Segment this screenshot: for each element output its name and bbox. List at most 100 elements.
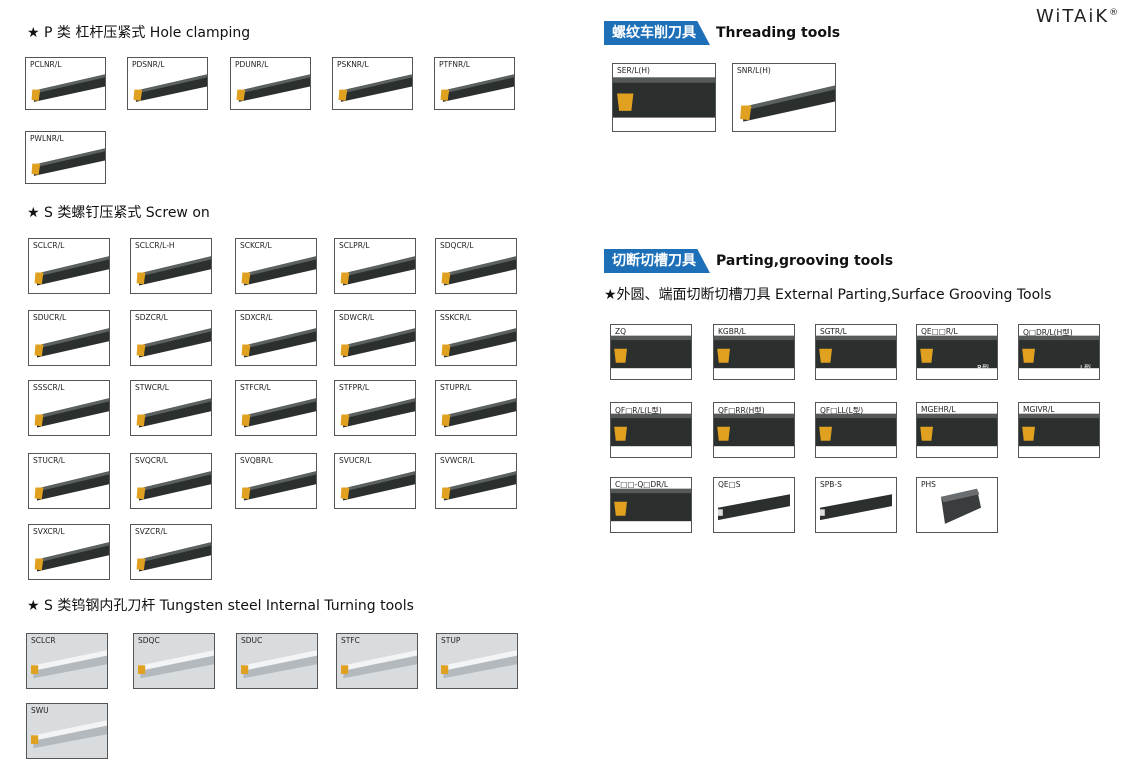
tool-code-label: SCLCR xyxy=(31,636,56,645)
tool-type-mark: R型 xyxy=(977,364,989,372)
tool-image xyxy=(31,74,105,102)
s-tool-card: SCLPR/L xyxy=(334,238,416,294)
tungsten-tool-card: SDQC xyxy=(133,633,215,689)
tool-image xyxy=(241,256,316,286)
tool-code-label: MGEHR/L xyxy=(921,405,956,414)
tool-code-label: SWU xyxy=(31,706,49,715)
s-tool-card: STFPR/L xyxy=(334,380,416,436)
tool-code-label: STFPR/L xyxy=(339,383,370,392)
tool-code-label: STUPR/L xyxy=(440,383,472,392)
tool-code-label: QF□RR(H型) xyxy=(718,406,765,415)
tool-code-label: MGIVR/L xyxy=(1023,405,1055,414)
tool-code-label: SNR/L(H) xyxy=(737,66,771,75)
s-tool-card: SVXCR/L xyxy=(28,524,110,580)
tool-code-label: SDWCR/L xyxy=(339,313,375,322)
tool-code-label: STFCR/L xyxy=(240,383,271,392)
tool-image xyxy=(136,328,211,358)
parting-tool-card: Q□DR/L(H型) L型 xyxy=(1018,324,1100,380)
tool-image xyxy=(27,634,107,688)
parting-tool-card: QF□R/L(L型) xyxy=(610,402,692,458)
s-tool-card: SDQCR/L xyxy=(435,238,517,294)
tool-code-label: SSKCR/L xyxy=(440,313,472,322)
tool-image xyxy=(1019,413,1099,447)
tool-code-label: SDUC xyxy=(241,636,263,645)
banner-parting-cn: 切断切槽刀具 xyxy=(604,249,710,273)
p-tool-card: PCLNR/L xyxy=(25,57,106,110)
tool-image xyxy=(340,328,415,358)
tool-image xyxy=(441,471,516,501)
tool-image xyxy=(714,335,794,369)
s-tool-card: SDWCR/L xyxy=(334,310,416,366)
tool-image xyxy=(816,413,896,447)
s-tool-card: SCLCR/L xyxy=(28,238,110,294)
brand-logo: WiTAiK® xyxy=(1036,6,1120,27)
tool-code-label: SDQCR/L xyxy=(440,241,474,250)
tool-image xyxy=(714,413,794,447)
tool-image xyxy=(441,398,516,428)
tool-code-label: SCLCR/L-H xyxy=(135,241,175,250)
tungsten-tool-card: SWU xyxy=(26,703,108,759)
p-tool-card: PDUNR/L xyxy=(230,57,311,110)
tool-image xyxy=(134,634,214,688)
tool-code-label: ZQ xyxy=(615,327,627,336)
tool-code-label: C□□-Q□DR/L xyxy=(615,480,669,489)
tool-type-mark: L型 xyxy=(1080,364,1091,372)
parting-subtitle: ★外圆、端面切断切槽刀具 External Parting,Surface Gr… xyxy=(604,287,1052,303)
tool-image xyxy=(941,488,981,524)
tool-image xyxy=(237,634,317,688)
tool-code-label: PWLNR/L xyxy=(30,134,64,143)
s-tool-card: SVQBR/L xyxy=(235,453,317,509)
tool-code-label: SDQC xyxy=(138,636,160,645)
tool-image xyxy=(1019,335,1099,369)
section-title-s-tungsten: ★ S 类钨钢内孔刀杆 Tungsten steel Internal Turn… xyxy=(27,598,414,614)
tool-code-label: QE□□R/L xyxy=(921,327,958,336)
tool-code-label: SGTR/L xyxy=(820,327,847,336)
tool-code-label: SER/L(H) xyxy=(617,66,650,75)
tool-code-label: SVWCR/L xyxy=(440,456,475,465)
tungsten-tool-card: STFC xyxy=(336,633,418,689)
tool-image xyxy=(338,74,412,102)
banner-parting: 切断切槽刀具 Parting,grooving tools xyxy=(604,249,893,273)
tool-image xyxy=(611,335,691,369)
parting-tool-card: PHS xyxy=(916,477,998,533)
tool-code-label: SDZCR/L xyxy=(135,313,168,322)
banner-parting-en: Parting,grooving tools xyxy=(716,253,894,269)
tool-image xyxy=(241,471,316,501)
parting-tool-card: QF□RR(H型) xyxy=(713,402,795,458)
tool-image xyxy=(340,471,415,501)
banner-threading-en: Threading tools xyxy=(716,25,841,41)
banner-threading-cn: 螺纹车削刀具 xyxy=(604,21,710,45)
tool-code-label: SVQBR/L xyxy=(240,456,273,465)
registered-mark: ® xyxy=(1109,8,1121,18)
parting-tool-card: SGTR/L xyxy=(815,324,897,380)
tool-image xyxy=(816,335,896,369)
s-tool-card: SSKCR/L xyxy=(435,310,517,366)
tool-code-label: STWCR/L xyxy=(135,383,169,392)
s-tool-card: STUCR/L xyxy=(28,453,110,509)
s-tool-card: STFCR/L xyxy=(235,380,317,436)
tungsten-tool-card: SDUC xyxy=(236,633,318,689)
tool-image xyxy=(441,328,516,358)
tool-code-label: STFC xyxy=(341,636,360,645)
s-tool-card: STWCR/L xyxy=(130,380,212,436)
tool-image xyxy=(441,256,516,286)
tool-code-label: SDUCR/L xyxy=(33,313,67,322)
p-tool-card: PWLNR/L xyxy=(25,131,106,184)
s-tool-card: STUPR/L xyxy=(435,380,517,436)
tool-image xyxy=(611,488,691,522)
tool-code-label: QF□LL(L型) xyxy=(820,406,864,415)
tool-code-label: QF□R/L(L型) xyxy=(615,406,662,415)
parting-tool-card: QE□S xyxy=(713,477,795,533)
tool-code-label: Q□DR/L(H型) xyxy=(1023,328,1073,337)
tool-image xyxy=(440,74,514,102)
tool-code-label: SVXCR/L xyxy=(33,527,65,536)
brand-logo-text: WiTAiK xyxy=(1036,6,1110,27)
tool-code-label: KGBR/L xyxy=(718,327,746,336)
parting-tool-card: MGEHR/L xyxy=(916,402,998,458)
section-title-p-type: ★ P 类 杠杆压紧式 Hole clamping xyxy=(27,25,251,41)
tool-image xyxy=(136,398,211,428)
p-tool-card: PTFNR/L xyxy=(434,57,515,110)
tool-image xyxy=(820,494,892,521)
tool-image xyxy=(34,471,109,501)
tool-image xyxy=(241,398,316,428)
